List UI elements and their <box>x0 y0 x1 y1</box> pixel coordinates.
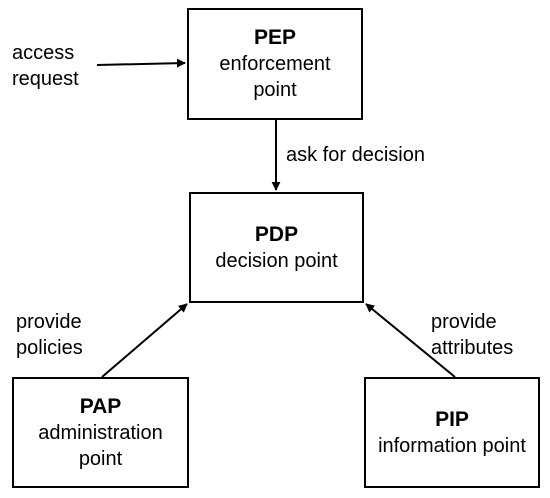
pip-node: PIP information point <box>364 377 540 488</box>
pep-node: PEP enforcement point <box>187 8 363 120</box>
pip-abbr: PIP <box>435 407 469 431</box>
pip-desc-line1: information point <box>378 434 526 457</box>
pep-abbr: PEP <box>253 26 297 49</box>
access-request-label: access request <box>12 40 79 92</box>
pap-desc-line2: point <box>78 447 123 470</box>
provide-attributes-line1: provide <box>431 311 497 333</box>
pdp-desc-line1: decision point <box>215 249 338 272</box>
pdp-node: PDP decision point <box>189 192 364 303</box>
pap-abbr: PAP <box>79 394 122 418</box>
provide-policies-line1: provide <box>16 311 82 333</box>
arrow-provide-attributes <box>365 303 456 378</box>
pap-desc-line1: administration <box>38 421 163 444</box>
access-request-line2: request <box>12 68 79 90</box>
ask-for-decision-text: ask for decision <box>286 144 425 166</box>
pap-node: PAP administration point <box>12 377 189 488</box>
provide-policies-line2: policies <box>16 337 83 359</box>
provide-attributes-label: provide attributes <box>431 309 513 361</box>
provide-attributes-line2: attributes <box>431 337 514 359</box>
access-request-line1: access <box>12 42 75 64</box>
arrow-access-request <box>96 58 186 68</box>
pep-desc-line1: enforcement <box>219 53 331 75</box>
provide-policies-label: provide policies <box>16 309 83 361</box>
arrow-provide-policies <box>101 303 188 378</box>
ask-for-decision-label: ask for decision <box>286 142 425 168</box>
pdp-abbr: PDP <box>254 222 299 246</box>
pep-desc-line2: point <box>253 79 297 101</box>
